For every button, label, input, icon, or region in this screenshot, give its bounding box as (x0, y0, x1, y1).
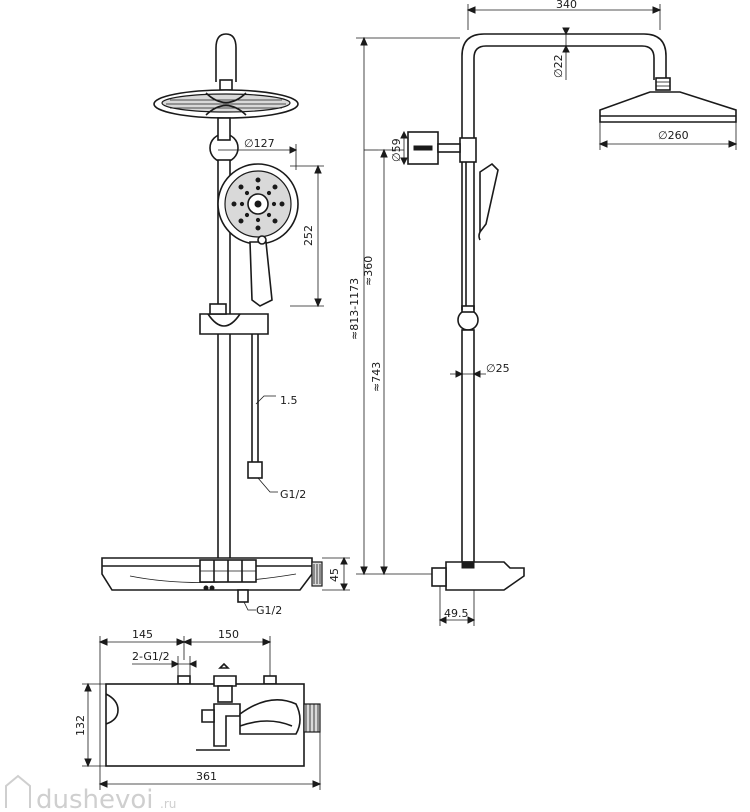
dim-height-743: ≈743 (370, 362, 383, 392)
dim-mixer-width: 361 (196, 770, 217, 783)
front-arm-nut (219, 79, 233, 91)
dim-pipe-diameter: ∅22 (552, 54, 565, 78)
side-arm-inner (473, 45, 655, 140)
slider-side (457, 309, 479, 331)
dim-rail-width: 340 (556, 0, 577, 11)
side-view: 340 ∅22 ∅260 ∅59 (348, 0, 738, 626)
top-hand-holder (239, 698, 301, 735)
upper-bar-front (217, 117, 231, 141)
dim-height-range: ≈813-1173 (348, 278, 361, 340)
dim-inlet-spacing: 150 (218, 628, 239, 641)
rain-head-side (599, 91, 737, 123)
top-spout-base (217, 685, 233, 703)
dim-inlet-left: 145 (132, 628, 153, 641)
side-diverter (459, 137, 477, 163)
dim-mixer-height: 45 (328, 568, 341, 582)
dim-spout-thread: G1/2 (256, 604, 282, 617)
dim-hose-length: 1.5 (280, 394, 298, 407)
dim-inlet-count: 2-G1/2 (132, 650, 170, 663)
top-spout-arm (213, 703, 241, 747)
watermark: dushevoi .ru (5, 774, 176, 812)
watermark-house-icon (5, 774, 31, 808)
watermark-tld: .ru (160, 797, 176, 811)
mixer-wall-inlet (431, 567, 447, 587)
dim-head-diameter: ∅260 (658, 129, 689, 142)
watermark-brand: dushevoi (36, 785, 154, 812)
spout-outlet (237, 589, 249, 603)
hose-connector (247, 461, 263, 479)
mixer-top-knob (303, 703, 321, 733)
front-arm (215, 33, 237, 82)
dim-spout-depth: 49.5 (444, 607, 469, 620)
hand-shower-handle (249, 241, 273, 307)
dim-mixer-depth: 132 (74, 715, 87, 736)
dim-hand-height: 252 (302, 225, 315, 246)
dim-hand-diameter: ∅127 (244, 137, 275, 150)
top-view: 361 145 150 2-G1/2 (74, 628, 322, 790)
front-view: 1.5 G1/2 G1/2 ∅127 252 (101, 33, 350, 617)
dim-hose-thread: G1/2 (280, 488, 306, 501)
dim-height-360: ≈360 (362, 256, 375, 286)
side-arm-outer (461, 33, 667, 140)
mixer-side (445, 561, 525, 591)
head-connector (655, 77, 671, 91)
main-bar-side (461, 329, 475, 563)
slider-holder (199, 313, 269, 335)
hand-shower-side (479, 162, 499, 235)
dim-bar-diameter: ∅25 (486, 362, 510, 375)
